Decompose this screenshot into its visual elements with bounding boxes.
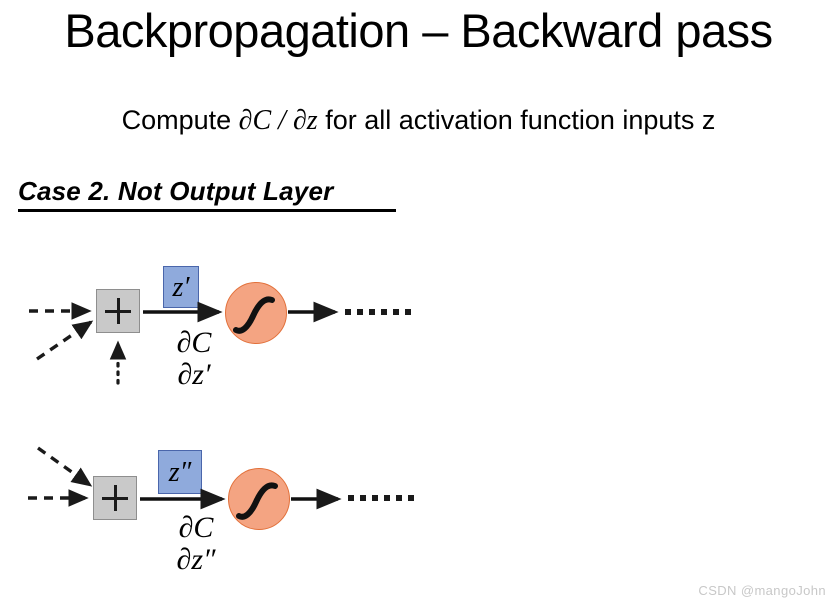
plus-icon-vertical-stroke	[114, 485, 117, 511]
ellipsis-dot	[396, 495, 402, 501]
sum-node-2	[93, 476, 137, 520]
sigmoid-icon	[236, 482, 278, 520]
ellipsis-dot	[381, 309, 387, 315]
ellipsis-dot	[372, 495, 378, 501]
sum-node-1	[96, 289, 140, 333]
diagram-row-1	[0, 248, 837, 428]
case-heading-underline	[18, 209, 396, 212]
ellipsis-dot	[345, 309, 351, 315]
activation-node-2	[228, 468, 290, 530]
gradient-denominator-2: ∂z″	[176, 542, 216, 576]
ellipsis-dot	[384, 495, 390, 501]
subtitle-prefix: Compute	[121, 105, 239, 135]
ellipsis-dot	[393, 309, 399, 315]
ellipsis-dot	[405, 309, 411, 315]
watermark: CSDN @mangoJohn	[698, 583, 826, 598]
ellipsis-dot	[348, 495, 354, 501]
subtitle-math-expression: ∂C / ∂z	[238, 105, 318, 136]
subtitle-suffix: for all activation function inputs z	[317, 105, 716, 135]
sigmoid-icon	[233, 296, 275, 334]
gradient-fraction-1: ∂C ∂z′	[155, 327, 233, 390]
z-label-box-2: z″	[158, 450, 202, 494]
gradient-numerator-1: ∂C	[176, 326, 212, 359]
ellipsis-dot	[357, 309, 363, 315]
ellipsis-dots-1	[345, 309, 411, 315]
gradient-fraction-2: ∂C ∂z″	[153, 512, 239, 575]
gradient-denominator-1: ∂z′	[177, 357, 211, 391]
ellipsis-dots-2	[348, 495, 414, 501]
gradient-numerator-2: ∂C	[178, 511, 214, 544]
ellipsis-dot	[408, 495, 414, 501]
page-subtitle: Compute ∂C / ∂z for all activation funct…	[0, 100, 837, 141]
page-title: Backpropagation – Backward pass	[64, 4, 773, 57]
plus-icon-vertical-stroke	[117, 298, 120, 324]
activation-node-1	[225, 282, 287, 344]
ellipsis-dot	[369, 309, 375, 315]
case-heading: Case 2. Not Output Layer	[18, 176, 334, 206]
z-label-box-1: z′	[163, 266, 199, 308]
ellipsis-dot	[360, 495, 366, 501]
